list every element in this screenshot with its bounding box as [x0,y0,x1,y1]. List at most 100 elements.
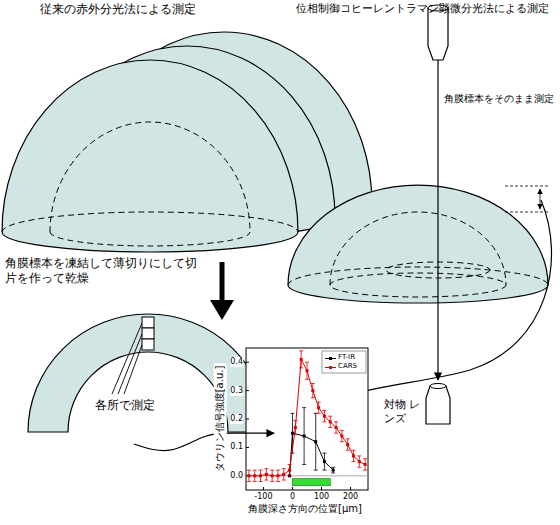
error-cap [322,410,326,411]
error-cap [322,421,326,422]
error-bar [307,362,308,379]
procedure-note: 角膜標本をそのまま測定 [444,93,554,106]
illustration-part [50,232,250,246]
error-cap [288,464,292,465]
error-bar [318,402,319,413]
data-point [253,474,256,477]
error-cap [328,427,332,428]
panel-title: 従来の赤外分光法による測定 [40,2,196,17]
error-cap [357,467,361,468]
error-cap [253,470,257,471]
illustration-part [112,323,142,394]
illustration-part [142,339,154,350]
illustration-part [330,273,506,297]
error-bar [315,413,316,470]
pointer-arrow [134,433,274,450]
data-point [276,474,279,477]
error-cap [270,470,274,471]
error-cap [334,433,338,434]
data-point [271,474,274,477]
illustration-part [505,212,550,213]
data-point [329,420,332,423]
plot-frame [246,348,368,490]
illustration-part [246,348,368,490]
data-point [323,460,326,463]
error-cap [276,470,280,471]
error-cap [317,413,321,414]
data-point [332,469,335,472]
error-bar [260,470,261,481]
error-cap [331,472,335,473]
data-point [323,415,326,418]
illustration-part [210,300,234,320]
error-cap [270,481,274,482]
tick-label: 0.4 [230,357,243,367]
error-bar [266,469,267,480]
error-bar [324,410,325,421]
error-cap [328,416,332,417]
illustration-part [505,186,550,187]
tick-label: -100 [254,492,272,502]
illustration-part [426,386,450,424]
error-bar [272,470,273,481]
lens-label: 対物 レンズ [384,398,421,426]
error-cap [290,453,294,454]
legend-text: CARS [338,363,357,370]
error-cap [299,350,303,351]
error-cap [305,379,309,380]
error-cap [259,481,263,482]
zero-line [246,475,368,476]
error-cap [322,453,326,454]
error-cap [317,401,321,402]
illustration-part [112,323,142,394]
ftir-series-line [290,433,334,476]
error-bar [289,464,290,475]
legend-box [322,351,366,373]
error-cap [351,461,355,462]
tick-label: 0.0 [230,471,243,481]
cars-series-line [249,359,365,475]
error-cap [322,470,326,471]
illustration-part [428,8,448,60]
error-bar [353,450,354,461]
data-point [259,474,262,477]
illustration-part [2,212,298,232]
illustration-part [288,212,548,297]
error-cap [346,450,350,451]
illustration-part [142,317,154,350]
legend-sample [325,358,336,359]
error-bar [248,470,249,481]
error-bar [301,351,302,368]
illustration-part [142,317,154,328]
error-cap [253,481,257,482]
illustration-part [142,328,154,339]
illustration-part [2,32,372,252]
error-cap [264,480,268,481]
x-tick [350,487,351,490]
error-bar [330,416,331,427]
error-cap [346,438,350,439]
error-cap [351,450,355,451]
error-cap [311,397,315,398]
error-bar [283,469,284,480]
x-tick [263,487,264,490]
error-cap [302,464,306,465]
legend-sample-marker [329,357,332,360]
error-cap [247,470,251,471]
error-cap [293,420,297,421]
x-tick [321,487,322,490]
panel-title: 位相制御コヒーレントラマン顕微分光法による測定 [296,2,549,16]
error-cap [340,430,344,431]
error-bar [359,456,360,467]
error-cap [288,475,292,476]
illustration-part [220,262,225,302]
data-point [311,389,314,392]
illustration-part [2,122,298,246]
data-point [314,440,317,443]
data-point [346,443,349,446]
error-cap [357,455,361,456]
axis-title: 角膜深さ方向の位置[μm] [248,503,362,516]
data-point [303,435,306,438]
illustration-part [288,185,548,303]
illustration-part [505,186,550,212]
